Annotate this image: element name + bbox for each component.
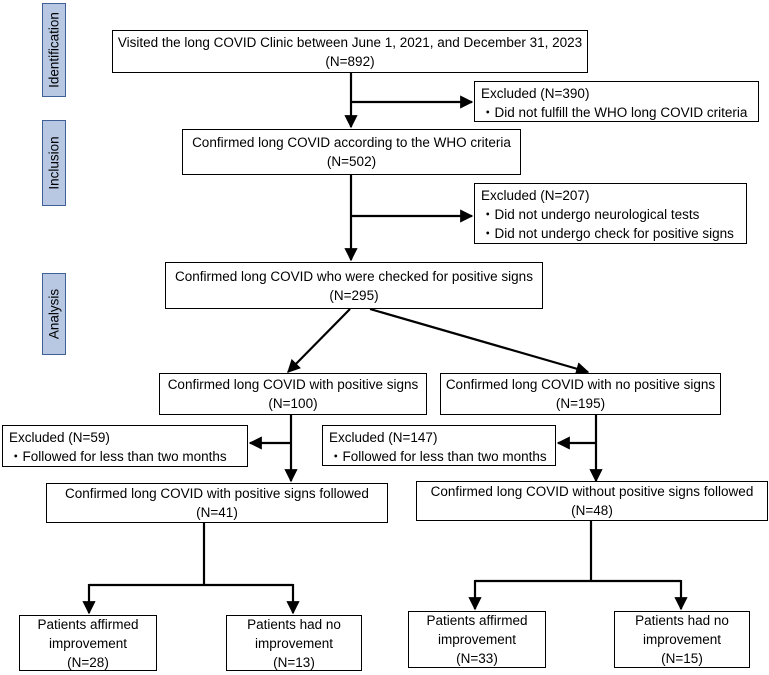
stage-identification: Identification [42, 3, 66, 97]
box-excluded-59-line1: Excluded (N=59) [9, 430, 110, 445]
box-visited-line1: Visited the long COVID Clinic between Ju… [117, 34, 583, 50]
box-positive-followed: Confirmed long COVID with positive signs… [46, 483, 388, 523]
box-pos-no-improve-line1: Patients had no [247, 616, 341, 632]
box-checked-line2: (N=295) [329, 287, 379, 303]
box-visited-line2: (N=892) [325, 53, 375, 69]
box-neg-no-improve-line2: improvement [642, 632, 722, 647]
box-positive-line1: Confirmed long COVID with positive signs [167, 377, 419, 392]
box-excluded-59: Excluded (N=59) ・Followed for less than … [2, 425, 248, 467]
stage-inclusion: Inclusion [42, 120, 66, 206]
box-no-positive-line2: (N=195) [555, 396, 606, 411]
box-pos-no-improve-line2: improvement [254, 635, 334, 651]
box-excluded-147: Excluded (N=147) ・Followed for less than… [322, 425, 556, 466]
box-excluded-147-line1: Excluded (N=147) [329, 430, 438, 445]
box-without-followed-line2: (N=48) [571, 503, 613, 518]
box-positive-followed-line2: (N=41) [196, 505, 238, 520]
arrow-checked-to-positive [287, 308, 351, 373]
box-neg-affirmed-line3: (N=33) [456, 651, 498, 666]
box-pos-affirmed-line2: improvement [48, 635, 128, 651]
box-excluded-207-line1: Excluded (N=207) [481, 188, 590, 203]
box-neg-affirmed-line2: improvement [437, 632, 517, 647]
box-excluded-207: Excluded (N=207) ・Did not undergo neurol… [474, 183, 747, 244]
box-neg-affirmed-line1: Patients affirmed [426, 613, 528, 628]
box-pos-affirmed-line3: (N=28) [67, 654, 109, 670]
box-checked-line1: Confirmed long COVID who were checked fo… [175, 268, 533, 284]
box-visited-clinic: Visited the long COVID Clinic between Ju… [112, 30, 588, 73]
box-positive-followed-line1: Confirmed long COVID with positive signs… [65, 486, 369, 501]
box-checked-positive-signs: Confirmed long COVID who were checked fo… [165, 262, 543, 309]
box-excluded-59-line2: ・Followed for less than two months [9, 449, 227, 464]
box-confirmed-line2: (N=502) [326, 154, 377, 169]
box-without-followed: Confirmed long COVID without positive si… [416, 481, 768, 521]
box-no-positive-line1: Confirmed long COVID with no positive si… [445, 377, 716, 392]
box-positive-signs: Confirmed long COVID with positive signs… [159, 373, 427, 415]
box-neg-no-improvement: Patients had no improvement (N=15) [614, 611, 750, 668]
box-neg-no-improve-line3: (N=15) [661, 651, 703, 666]
box-pos-no-improvement: Patients had no improvement (N=13) [226, 615, 362, 671]
box-confirmed-line1: Confirmed long COVID according to the WH… [192, 135, 511, 150]
box-excluded-207-line3: ・Did not undergo check for positive sign… [481, 226, 734, 241]
box-excluded-390-line2: ・Did not fulfill the WHO long COVID crit… [481, 105, 748, 120]
box-positive-line2: (N=100) [268, 396, 318, 411]
box-pos-affirmed-line1: Patients affirmed [37, 616, 139, 632]
box-without-followed-line1: Confirmed long COVID without positive si… [430, 484, 754, 499]
box-pos-no-improve-line3: (N=13) [273, 654, 315, 670]
box-excluded-207-line2: ・Did not undergo neurological tests [481, 207, 700, 222]
box-excluded-390: Excluded (N=390) ・Did not fulfill the WH… [474, 81, 759, 122]
box-pos-affirmed-improvement: Patients affirmed improvement (N=28) [19, 615, 157, 671]
box-neg-affirmed-improvement: Patients affirmed improvement (N=33) [408, 611, 546, 668]
box-neg-no-improve-line1: Patients had no [635, 613, 729, 628]
stage-analysis: Analysis [42, 273, 66, 355]
box-no-positive-signs: Confirmed long COVID with no positive si… [440, 373, 721, 415]
box-confirmed-who: Confirmed long COVID according to the WH… [182, 129, 521, 175]
box-excluded-147-line2: ・Followed for less than two months [329, 449, 547, 464]
box-excluded-390-line1: Excluded (N=390) [481, 86, 590, 101]
arrow-checked-to-no-positive [369, 307, 590, 376]
